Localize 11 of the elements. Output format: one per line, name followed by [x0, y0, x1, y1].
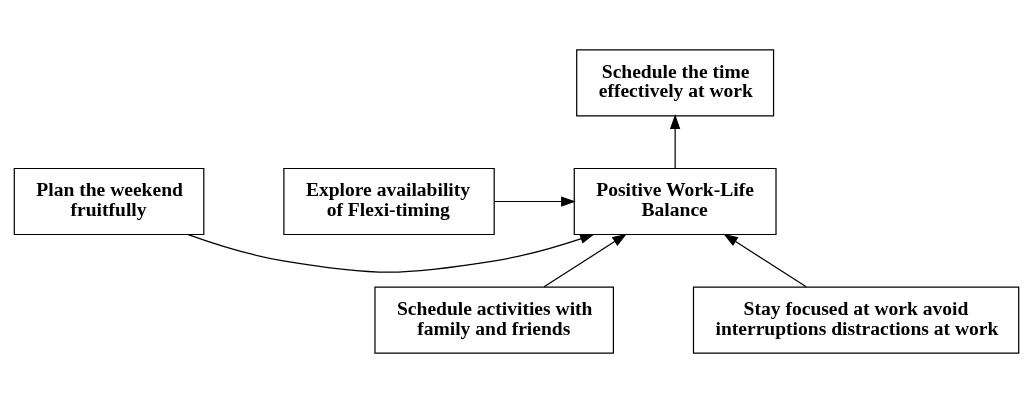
arrow	[670, 114, 681, 169]
node-box: Plan the weekend fruitfully	[13, 167, 205, 236]
node-box: Schedule activities with family and friends	[374, 286, 614, 354]
node-box: Explore availability of Flexi-timing	[283, 167, 495, 236]
node-box: Stay focused at work avoid interruptions distractions at work	[692, 286, 1020, 354]
arrow	[543, 233, 627, 288]
arrow	[187, 233, 595, 273]
node-box: Schedule the time effectively at work	[576, 49, 775, 117]
node-box: Positive Work-Life Balance	[573, 167, 777, 236]
arrow	[494, 196, 576, 207]
arrow	[723, 233, 807, 288]
